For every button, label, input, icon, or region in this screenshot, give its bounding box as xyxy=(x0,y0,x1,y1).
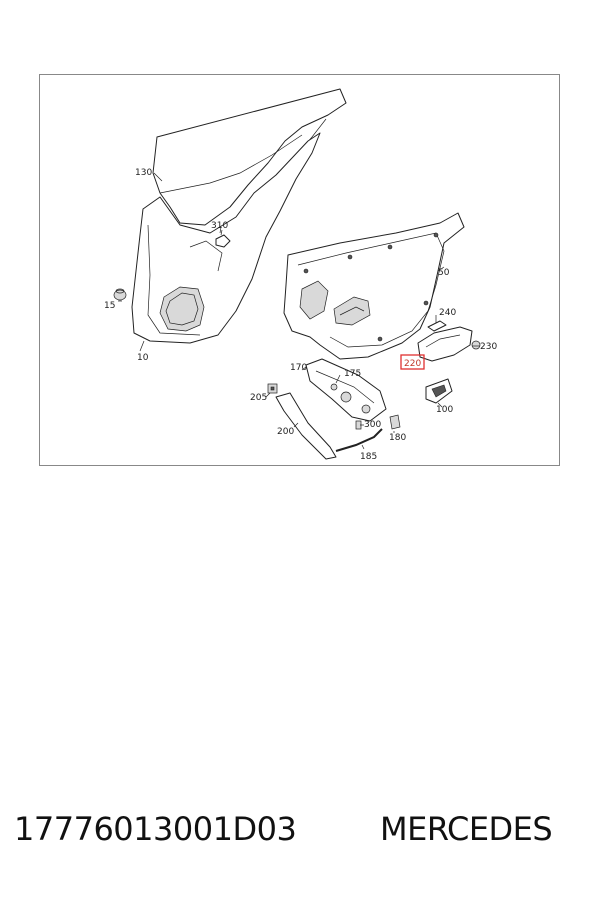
callout-310: 310 xyxy=(211,221,228,231)
part-170-armrest-bracket xyxy=(305,358,387,422)
part-100-handle-bezel xyxy=(425,378,453,404)
part-310-clip xyxy=(215,226,231,248)
part-180-clip xyxy=(389,414,401,430)
callout-130: 130 xyxy=(135,168,152,178)
part-130-upper-trim xyxy=(152,88,347,226)
callout-170: 170 xyxy=(290,363,307,373)
part-220-door-handle xyxy=(417,326,473,362)
highlight-box-220 xyxy=(400,354,425,370)
callout-175: 175 xyxy=(344,369,361,379)
diagram-frame: 130 310 15 10 50 240 230 220 100 170 175… xyxy=(39,74,560,466)
brand-text: MERCEDES xyxy=(380,810,553,848)
callout-50: 50 xyxy=(438,268,450,278)
part-200-trim-strip xyxy=(275,392,337,460)
callout-185: 185 xyxy=(360,452,377,462)
part-230-screw xyxy=(471,340,481,350)
part-175-screw xyxy=(330,383,338,391)
callout-230: 230 xyxy=(480,342,497,352)
callout-180: 180 xyxy=(389,433,406,443)
part-number-text: 17776013001D03 xyxy=(14,810,297,848)
callout-220: 220 xyxy=(404,359,421,369)
callout-15: 15 xyxy=(104,301,115,311)
callout-100: 100 xyxy=(436,405,453,415)
callout-300: 300 xyxy=(364,420,381,430)
leader-lines xyxy=(118,172,480,450)
part-50-door-carrier xyxy=(283,212,465,360)
callout-240: 240 xyxy=(439,308,456,318)
part-205-clip xyxy=(267,383,278,394)
callout-200: 200 xyxy=(277,427,294,437)
callout-10: 10 xyxy=(137,353,149,363)
part-15-grommet xyxy=(113,288,127,301)
callout-205: 205 xyxy=(250,393,267,403)
footer-caption: 17776013001D03 MERCEDES xyxy=(0,808,600,858)
part-240-clip xyxy=(427,320,447,332)
exploded-parts-diagram: 130 310 15 10 50 240 230 220 100 170 175… xyxy=(104,88,497,462)
part-185-cable xyxy=(335,428,383,452)
